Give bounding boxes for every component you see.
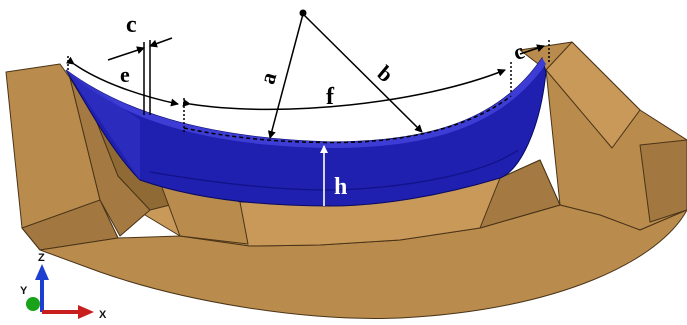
wall-front-face: [65, 56, 547, 207]
wall-mid-line: [149, 149, 519, 191]
coordinate-triad: Z Y X: [20, 252, 107, 321]
dim-a-line: [267, 13, 304, 139]
dimension-lines: [65, 13, 550, 144]
dim-e-arc: [65, 56, 179, 107]
axis-y-label: Y: [20, 285, 28, 297]
wall-arc-dashed: [183, 95, 512, 144]
wall-top-edge: [66, 58, 546, 148]
label-a: a: [254, 69, 281, 86]
label-b: b: [373, 60, 398, 87]
label-c-left: c: [126, 12, 137, 38]
label-e: e: [120, 62, 130, 87]
axis-z-head: [35, 264, 49, 280]
axis-x-head: [78, 305, 94, 319]
axis-z-label: Z: [38, 252, 45, 264]
dim-c-right-arrow: [519, 44, 545, 55]
label-f: f: [326, 84, 335, 110]
soil-right-berm: [479, 159, 561, 229]
axis-y-dot: [26, 297, 40, 311]
axis-x-label: X: [99, 309, 107, 321]
dim-c-left-arrow2: [149, 37, 173, 48]
dim-f-arc: [182, 68, 506, 111]
label-h: h: [334, 174, 347, 200]
dim-b-line: [302, 13, 423, 133]
soil-base: [39, 204, 687, 319]
soil-right-front: [639, 139, 687, 223]
arc-center-point: [299, 9, 307, 17]
dim-c-left-arrow: [107, 46, 145, 61]
soil-right-slope: [545, 41, 641, 149]
